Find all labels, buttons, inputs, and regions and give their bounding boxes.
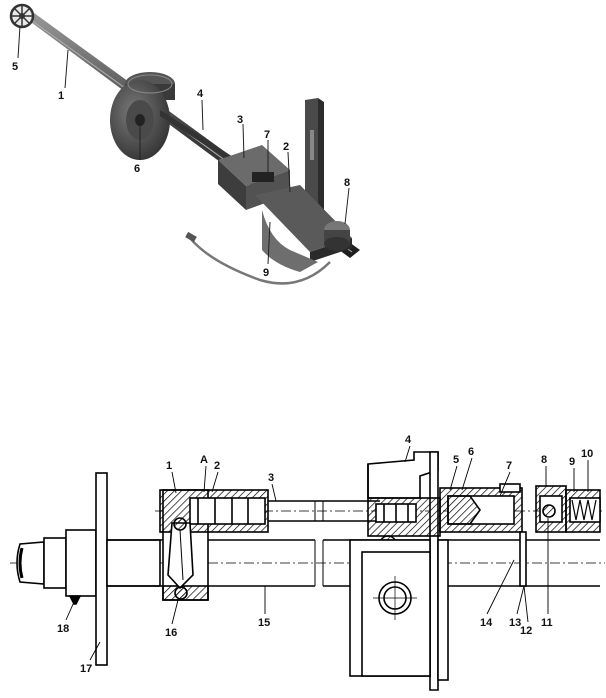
tonearm-photo (9, 3, 360, 285)
drawing-label-1: 1 (166, 460, 172, 472)
drawing-label-11: 11 (541, 617, 553, 629)
base-plate (255, 185, 352, 272)
photo-leaders (17, 25, 350, 265)
end-knob (16, 541, 45, 585)
drawing-label-16: 16 (165, 627, 177, 639)
base-block (349, 539, 449, 681)
drawing-label-12: 12 (520, 625, 532, 637)
photo-label-6: 6 (134, 163, 140, 175)
carriage (218, 145, 290, 210)
stud-13 (519, 531, 527, 587)
drawing-label-5: 5 (453, 454, 459, 466)
drawing-label-3: 3 (268, 472, 274, 484)
photo-label-8: 8 (344, 177, 350, 189)
drawing-label-8: 8 (541, 454, 547, 466)
drawing-label-4: 4 (405, 434, 412, 446)
photo-label-1: 1 (58, 90, 64, 102)
drawing-label-6: 6 (468, 446, 474, 458)
section-drawing (10, 451, 605, 691)
drawing-label-13: 13 (509, 617, 521, 629)
photo-label-9: 9 (263, 267, 269, 279)
drawing-label-14: 14 (480, 617, 493, 629)
drawing-label-17: 17 (80, 663, 92, 675)
pin-16 (167, 522, 194, 590)
drawing-label-A: A (200, 454, 208, 466)
flange-17 (95, 472, 108, 666)
drawing-label-15: 15 (258, 617, 270, 629)
drawing-label-7: 7 (506, 460, 512, 472)
photo-label-4: 4 (197, 88, 204, 100)
photo-label-2: 2 (283, 141, 289, 153)
lift-tower (305, 98, 324, 212)
counterweight (110, 72, 175, 160)
screw-18 (68, 595, 82, 605)
signal-cable (189, 237, 331, 285)
photo-label-7: 7 (264, 129, 270, 141)
drawing-label-9: 9 (569, 456, 575, 468)
drawing-label-10: 10 (581, 448, 593, 460)
photo-label-5: 5 (12, 61, 18, 73)
housing-4 (367, 451, 439, 499)
main-shaft-15 (106, 539, 161, 587)
drawing-label-2: 2 (214, 460, 220, 472)
photo-label-3: 3 (237, 114, 243, 126)
drawing-labels: 1 A 2 3 4 5 6 7 8 9 10 18 17 16 15 14 13… (57, 434, 593, 675)
photo-labels: 5 1 4 3 6 7 2 8 9 (12, 61, 350, 279)
drawing-leaders (65, 445, 589, 661)
drawing-label-18: 18 (57, 623, 69, 635)
